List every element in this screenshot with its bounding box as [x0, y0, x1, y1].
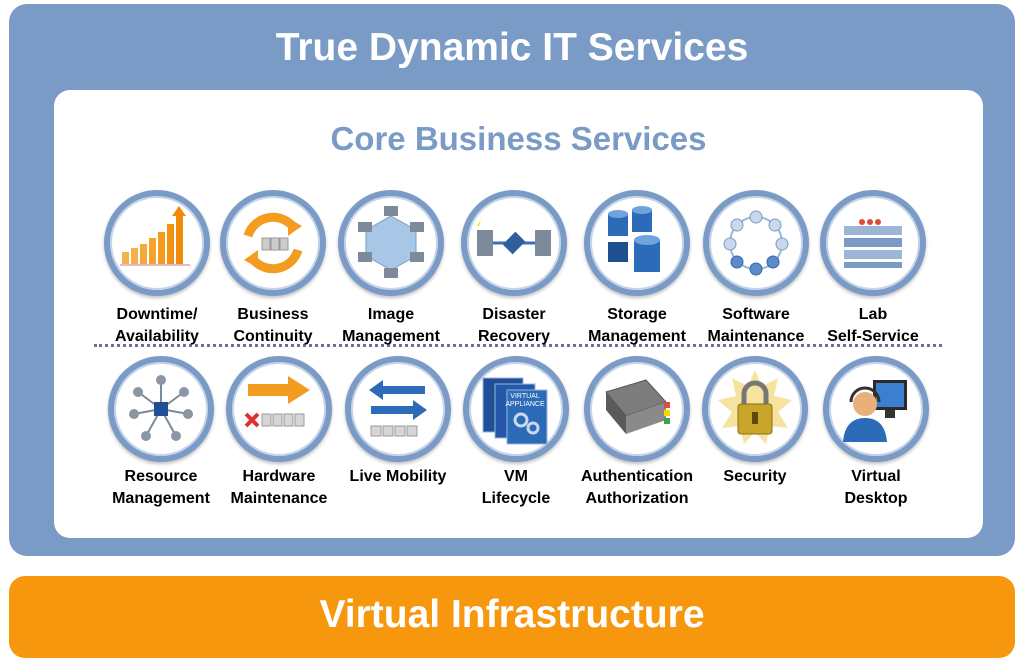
virtual-appliance-icon: VIRTUAL APPLIANCE [463, 356, 569, 462]
node-ring-icon [703, 190, 809, 296]
service-label: Security [723, 468, 787, 485]
bidirectional-arrows-icon [345, 356, 451, 462]
building-link-icon [461, 190, 567, 296]
it-services-title: True Dynamic IT Services [275, 26, 749, 69]
binder-book-icon [584, 356, 690, 462]
headset-user-monitor-icon [823, 356, 929, 462]
padlock-icon [702, 356, 808, 462]
service-label: Live Mobility [349, 468, 447, 485]
virtual-appliance-badge: VIRTUAL APPLIANCE [505, 393, 545, 408]
virtual-infrastructure-title: Virtual Infrastructure [319, 593, 705, 636]
core-services-panel: Core Business Services Downtime/Availa [54, 90, 983, 538]
service-label: Downtime/Availability [115, 306, 199, 345]
hub-spoke-icon [108, 356, 214, 462]
server-rack-grid-icon [820, 190, 926, 296]
storage-cylinders-icon [584, 190, 690, 296]
bar-chart-growth-icon [104, 190, 210, 296]
networked-computers-icon [338, 190, 444, 296]
recycle-servers-icon [220, 190, 326, 296]
arrow-servers-icon [226, 356, 332, 462]
it-services-frame: True Dynamic IT Services Core Business S… [9, 4, 1015, 556]
core-services-title: Core Business Services [330, 120, 707, 157]
virtual-infrastructure-bar: Virtual Infrastructure [9, 576, 1015, 658]
row-divider [94, 344, 942, 347]
